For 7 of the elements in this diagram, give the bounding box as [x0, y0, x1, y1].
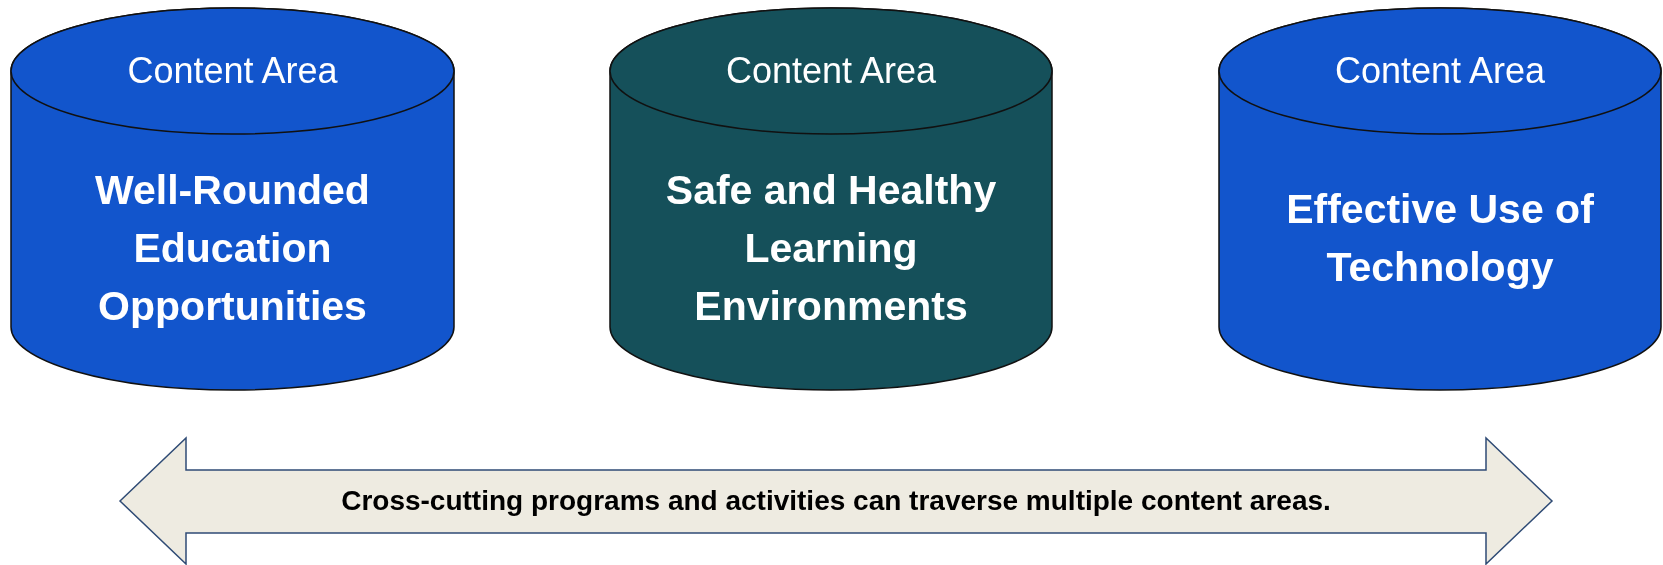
content-area-title: Well-Rounded Education Opportunities — [94, 166, 371, 331]
content-area-title: Safe and Healthy Learning Environments — [664, 166, 998, 331]
content-area-heading: Content Area — [1333, 51, 1547, 91]
content-area-heading: Content Area — [724, 51, 938, 91]
arrow-caption: Cross-cutting programs and activities can traverse multiple content areas. — [340, 484, 1332, 518]
content-area-heading: Content Area — [126, 51, 339, 91]
content-area-title: Effective Use of Technology — [1285, 185, 1595, 292]
